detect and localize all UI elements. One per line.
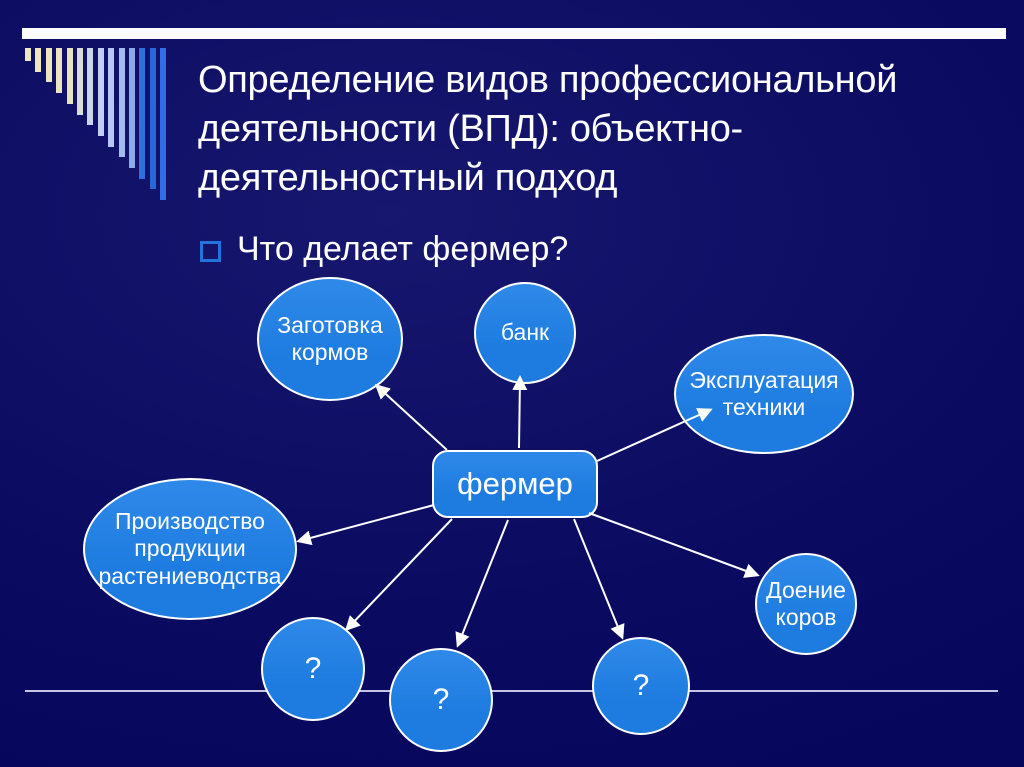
bullet-item: Что делает фермер? xyxy=(200,230,568,269)
node-question-3: ? xyxy=(592,637,690,735)
node-zagotovka-kormov: Заготовка кормов xyxy=(257,277,403,401)
stripe xyxy=(77,48,83,115)
bullet-text: Что делает фермер? xyxy=(237,230,569,268)
node-label: Эксплуатация техники xyxy=(689,366,839,420)
arrow-to-question-1 xyxy=(344,518,453,632)
stripe xyxy=(25,48,31,61)
stripe xyxy=(45,48,52,83)
top-white-bar xyxy=(22,28,1006,39)
node-label: Производство продукции растениеводства xyxy=(98,508,282,589)
node-label: Доение коров xyxy=(766,576,846,630)
node-fermer-center: фермер xyxy=(432,450,598,518)
arrow-to-doenie xyxy=(588,512,760,578)
stripe xyxy=(87,48,94,126)
node-label: банк xyxy=(500,319,550,346)
node-label: ? xyxy=(304,652,322,686)
node-label: ? xyxy=(632,669,650,703)
node-proizvodstvo-produktsii: Производство продукции растениеводства xyxy=(83,478,297,620)
arrow-to-zagotovka xyxy=(374,383,448,451)
bottom-divider-line xyxy=(25,690,998,692)
stripe xyxy=(56,48,63,94)
arrow-to-question-2 xyxy=(455,519,509,648)
stripe xyxy=(66,48,73,104)
node-label: фермер xyxy=(457,465,573,501)
node-question-2: ? xyxy=(389,648,493,752)
stripe xyxy=(97,48,104,136)
arrow-to-question-3 xyxy=(573,518,625,640)
node-label: Заготовка кормов xyxy=(277,311,383,365)
stripe xyxy=(129,48,135,168)
stripe xyxy=(108,48,115,147)
node-bank: банк xyxy=(474,282,576,384)
stripe xyxy=(35,48,42,72)
bullet-square-icon xyxy=(200,241,221,262)
node-ekspluatatsiya-tekhniki: Эксплуатация техники xyxy=(674,334,854,454)
stripes-decoration-icon xyxy=(0,0,200,230)
node-label: ? xyxy=(432,683,450,717)
stripe xyxy=(149,48,156,190)
stripe xyxy=(118,48,125,158)
node-question-1: ? xyxy=(261,617,365,721)
stripe xyxy=(160,48,167,201)
arrow-to-proizvodstvo xyxy=(296,504,435,546)
node-doenie-korov: Доение коров xyxy=(755,553,857,655)
arrow-to-bank xyxy=(512,375,528,449)
stripe xyxy=(139,48,146,179)
slide-title: Определение видов профессиональной деяте… xyxy=(198,59,898,199)
